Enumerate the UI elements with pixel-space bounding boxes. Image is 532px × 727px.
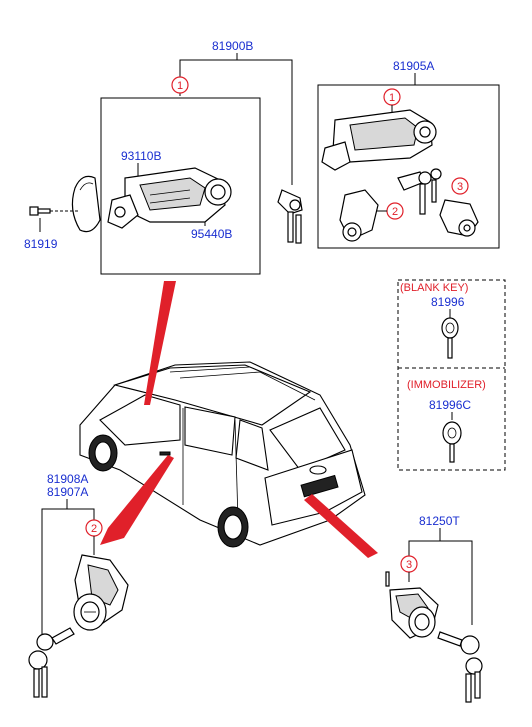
callout-2-set: 2 xyxy=(386,202,404,220)
ignition-keys-icon xyxy=(277,189,303,244)
blank-key-icon xyxy=(441,317,459,359)
ignition-lock-body-icon xyxy=(107,167,232,229)
svg-text:2: 2 xyxy=(392,206,398,218)
label-81996: 81996 xyxy=(431,295,465,309)
svg-text:2: 2 xyxy=(91,523,97,535)
callout-2-door: 2 xyxy=(85,519,103,537)
leader-81900b xyxy=(179,59,293,185)
leader-81908a xyxy=(41,508,95,640)
svg-text:3: 3 xyxy=(457,181,463,193)
label-81905a: 81905A xyxy=(393,59,434,73)
vehicle-illustration xyxy=(79,361,366,548)
keys-dashed-box xyxy=(397,279,506,471)
arrow-to-tailgate xyxy=(304,494,378,558)
callout-1-main: 1 xyxy=(171,76,189,94)
title-blank-key: (BLANK KEY) xyxy=(400,282,468,294)
callout-3-tailgate: 3 xyxy=(400,555,418,573)
arrow-to-door-lock xyxy=(100,455,174,545)
door-cylinder-icon xyxy=(339,189,379,242)
ignition-cylinder-set-icon xyxy=(321,109,437,171)
label-81919: 81919 xyxy=(24,237,58,251)
svg-text:1: 1 xyxy=(177,80,183,92)
label-95440b: 95440B xyxy=(191,227,232,241)
label-81908a: 81908A xyxy=(47,472,88,486)
tailgate-keys-icon xyxy=(437,631,483,703)
tailgate-lock-cylinder-icon xyxy=(385,571,439,639)
label-81996c: 81996C xyxy=(429,398,471,412)
screw-icon xyxy=(29,206,51,216)
callout-1-set: 1 xyxy=(383,88,401,106)
arrow-to-ignition xyxy=(144,281,176,405)
callout-3-set: 3 xyxy=(451,177,469,195)
door-lock-cylinder-icon xyxy=(73,554,129,631)
assembly-box-81905a xyxy=(317,84,500,249)
svg-text:3: 3 xyxy=(406,559,412,571)
label-93110b: 93110B xyxy=(121,149,161,163)
title-immobilizer: (IMMOBILIZER) xyxy=(407,379,486,391)
label-81900b: 81900B xyxy=(212,39,253,53)
set-keys-icon xyxy=(397,168,442,215)
bracket-clamp-icon xyxy=(71,175,101,233)
tailgate-cylinder-small-icon xyxy=(439,199,479,237)
assembly-box-81900b xyxy=(100,97,261,275)
immobilizer-key-icon xyxy=(442,421,462,463)
label-81907a: 81907A xyxy=(47,485,88,499)
label-81250t: 81250T xyxy=(419,514,460,528)
svg-text:1: 1 xyxy=(389,92,395,104)
door-lock-keys-icon xyxy=(28,627,75,698)
